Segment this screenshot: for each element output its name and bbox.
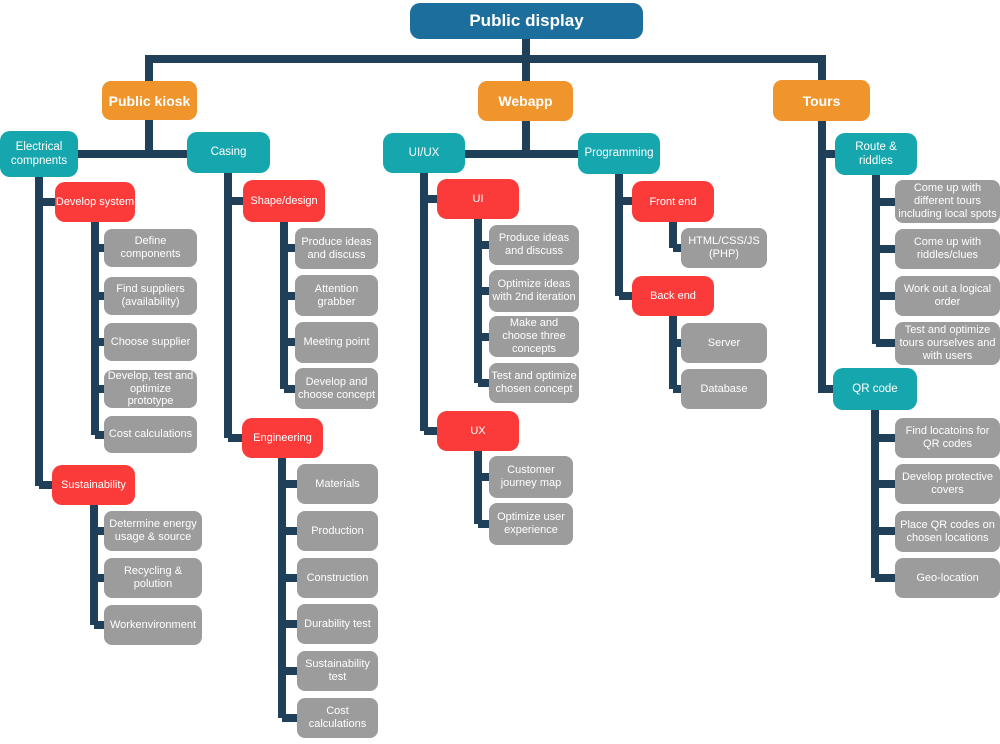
node-engineering: Engineering <box>242 418 323 458</box>
task-define-components: Define components <box>104 229 197 267</box>
task-durability-test: Durability test <box>297 604 378 644</box>
task-develop-protective-covers: Develop protective covers <box>895 464 1000 504</box>
task-test-optimize-chosen-concept: Test and optimize chosen concept <box>489 363 579 403</box>
node-webapp: Webapp <box>478 81 573 121</box>
node-route-riddles: Route & riddles <box>835 133 917 175</box>
task-come-up-different-tours: Come up with different tours including l… <box>895 180 1000 223</box>
wire-sustainability <box>90 500 107 629</box>
task-produce-ideas-discuss-1: Produce ideas and discuss <box>295 228 378 269</box>
node-front-end: Front end <box>632 181 714 222</box>
wire-qr-code <box>871 404 898 582</box>
node-develop-system: Develop system <box>55 182 135 222</box>
task-server: Server <box>681 323 767 363</box>
task-come-up-riddles-clues: Come up with riddles/clues <box>895 229 1000 269</box>
task-develop-choose-concept: Develop and choose concept <box>295 368 378 409</box>
task-produce-ideas-discuss-2: Produce ideas and discuss <box>489 225 579 265</box>
task-cost-calculations-2: Cost calculations <box>297 698 378 738</box>
task-customer-journey-map: Customer journey map <box>489 456 573 498</box>
node-electrical-compnents: Electrical compnents <box>0 131 78 177</box>
task-database: Database <box>681 369 767 409</box>
task-sustainability-test: Sustainability test <box>297 651 378 691</box>
task-develop-test-optimize-prototype: Develop, test and optimize prototype <box>104 370 197 408</box>
task-make-choose-three-concepts: Make and choose three concepts <box>489 316 579 357</box>
task-recycling-polution: Recycling & polution <box>104 558 202 598</box>
node-programming: Programming <box>578 133 660 174</box>
task-materials: Materials <box>297 464 378 504</box>
node-ui: UI <box>437 179 519 219</box>
task-construction: Construction <box>297 558 378 598</box>
task-optimize-user-experience: Optimize user experience <box>489 503 573 545</box>
node-shape-design: Shape/design <box>243 180 325 222</box>
task-production: Production <box>297 511 378 551</box>
wire-engineering <box>278 452 300 722</box>
task-determine-energy: Determine energy usage & source <box>104 511 202 551</box>
node-tours: Tours <box>773 80 870 121</box>
wire-develop-system <box>91 215 107 439</box>
wire-ui <box>474 212 493 387</box>
node-public-display: Public display <box>410 3 643 39</box>
task-work-out-logical-order: Work out a logical order <box>895 276 1000 316</box>
task-html-css-js-php: HTML/CSS/JS (PHP) <box>681 228 767 268</box>
task-meeting-point: Meeting point <box>295 322 378 363</box>
task-choose-supplier: Choose supplier <box>104 323 197 361</box>
task-place-qr-codes: Place QR codes on chosen locations <box>895 511 1000 552</box>
node-sustainability: Sustainability <box>52 465 135 505</box>
wire-root-to-branches <box>145 30 826 85</box>
task-test-optimize-tours: Test and optimize tours ourselves and wi… <box>895 322 1000 365</box>
task-geo-location: Geo-location <box>895 558 1000 598</box>
task-attention-grabber: Attention grabber <box>295 275 378 316</box>
node-ux: UX <box>437 411 519 451</box>
node-casing: Casing <box>187 132 270 173</box>
wire-shape-design <box>280 215 298 393</box>
node-qr-code: QR code <box>833 368 917 410</box>
node-public-kiosk: Public kiosk <box>102 81 197 120</box>
task-find-suppliers: Find suppliers (availability) <box>104 277 197 315</box>
task-cost-calculations-1: Cost calculations <box>104 416 197 453</box>
task-workenvironment: Workenvironment <box>104 605 202 645</box>
node-uiux: UI/UX <box>383 133 465 173</box>
wire-electrical <box>35 170 58 489</box>
task-optimize-ideas-2nd: Optimize ideas with 2nd iteration <box>489 270 579 312</box>
node-back-end: Back end <box>632 276 714 316</box>
task-find-locations-qr: Find locatoins for QR codes <box>895 418 1000 458</box>
wire-route-riddles <box>872 170 898 347</box>
